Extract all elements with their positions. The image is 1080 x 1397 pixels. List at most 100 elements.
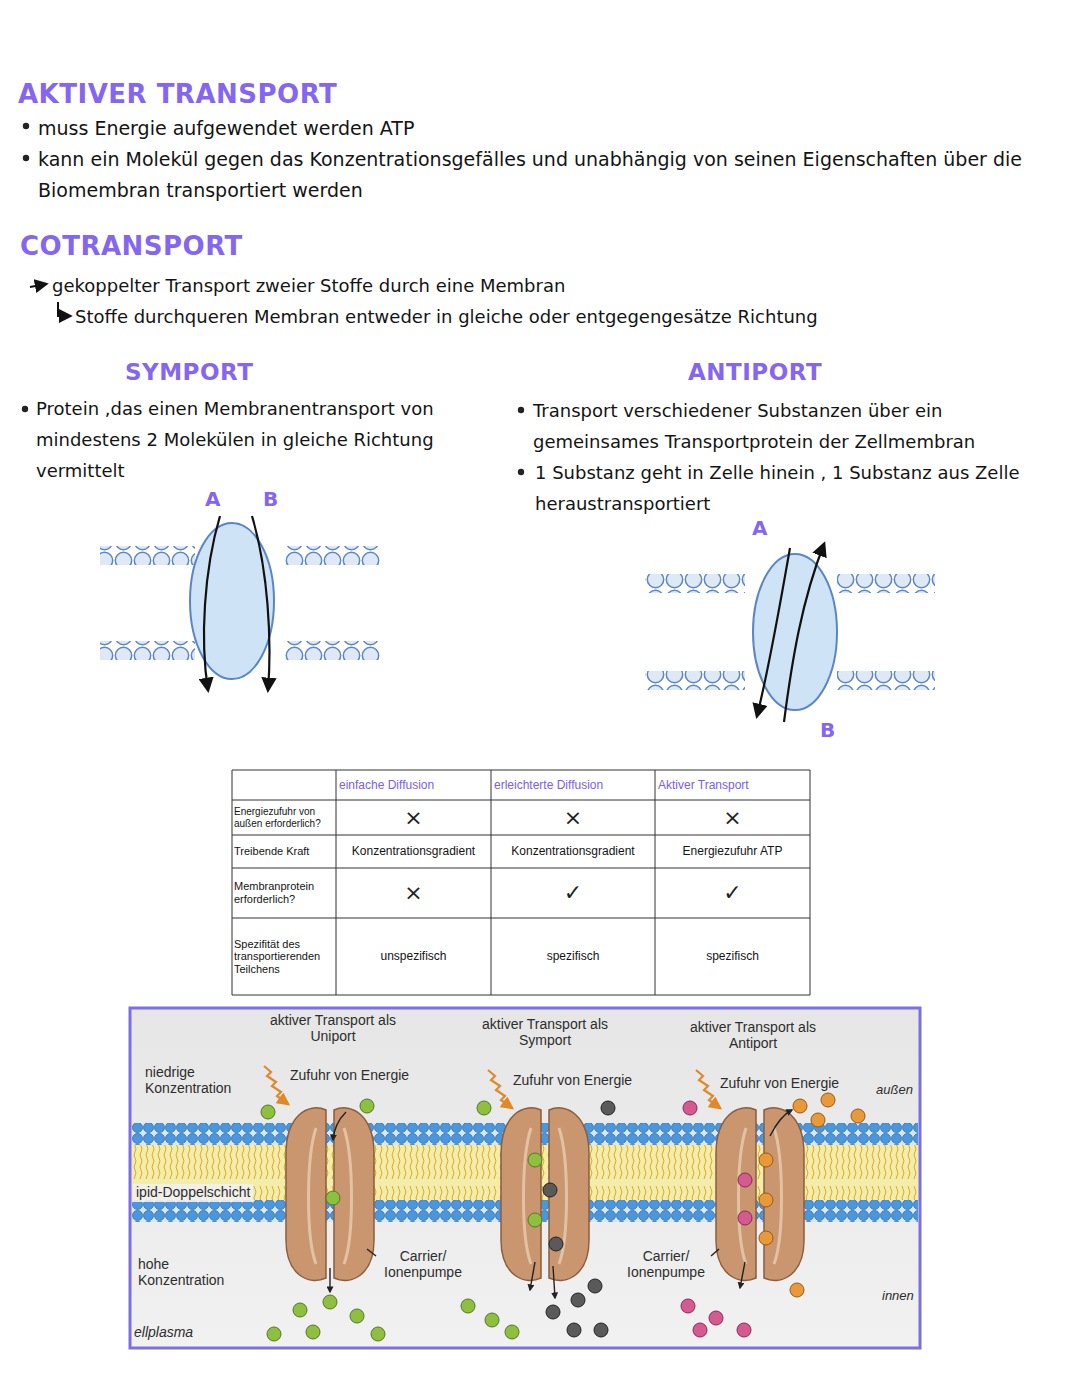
textbook-figure [501, 1108, 589, 1281]
textbook-figure [740, 1262, 745, 1288]
textbook-figure [333, 1112, 346, 1140]
table-grid [232, 770, 810, 995]
figure-label: aktiver Transport als Uniport [268, 1012, 398, 1044]
figure-label: aktiver Transport als Antiport [688, 1019, 818, 1051]
textbook-figure [594, 1323, 608, 1337]
row-header: Energiezufuhr von außen erforderlich? [232, 800, 336, 835]
textbook-figure [567, 1323, 581, 1337]
textbook-figure [696, 1070, 720, 1108]
body-text: Protein ,das einen Membranentransport vo… [36, 393, 456, 486]
body-text: 1 Substanz geht in Zelle hinein , 1 Subs… [535, 457, 1070, 519]
antiport-sketch [837, 671, 935, 690]
figure-label: innen [882, 1288, 914, 1304]
section-heading: COTRANSPORT [20, 230, 243, 263]
textbook-figure [821, 1093, 835, 1107]
textbook-figure [588, 1279, 602, 1293]
textbook-figure [683, 1101, 697, 1115]
antiport-sketch [837, 574, 935, 593]
textbook-figure [367, 1249, 376, 1256]
antiport-sketch [645, 544, 935, 722]
textbook-figure [261, 1105, 275, 1119]
textbook-figure [759, 1093, 865, 1297]
bullet [23, 123, 29, 129]
textbook-figure [306, 1325, 320, 1339]
table-mark: × [336, 868, 491, 918]
bullet [22, 406, 28, 412]
figure-label: außen [876, 1082, 913, 1098]
body-text: gekoppelter Transport zweier Stoffe durc… [52, 270, 1052, 301]
symport-sketch [190, 523, 274, 679]
textbook-figure [267, 1327, 281, 1341]
textbook-figure [261, 1099, 542, 1341]
textbook-figure [793, 1099, 807, 1113]
textbook-figure [549, 1237, 563, 1251]
symport-sketch [252, 516, 269, 690]
textbook-figure [488, 1070, 512, 1108]
textbook-figure [553, 1266, 555, 1298]
table-cell: spezifisch [655, 918, 810, 995]
table-cell: Konzentrationsgradient [336, 835, 491, 868]
figure-label: ellplasma [134, 1324, 193, 1342]
table-cell: Energiezufuhr ATP [655, 835, 810, 868]
textbook-figure [477, 1101, 491, 1115]
body-text: muss Energie aufgewendet werden ATP [38, 113, 1068, 144]
bullet [23, 155, 29, 161]
molecule-label: B [263, 487, 278, 512]
textbook-figure [790, 1283, 804, 1297]
section-heading: ANTIPORT [688, 358, 822, 387]
textbook-figure [546, 1305, 560, 1319]
molecule-label: B [820, 718, 835, 743]
antiport-sketch [645, 671, 745, 690]
text-arrow [30, 284, 46, 287]
textbook-figure [323, 1295, 337, 1309]
figure-label: Zufuhr von Energie [720, 1075, 839, 1093]
textbook-figure [286, 1108, 374, 1281]
textbook-figure [716, 1108, 804, 1281]
figure-label: ipid-Doppelschicht [133, 1184, 253, 1202]
antiport-sketch [645, 574, 745, 593]
textbook-figure [329, 1268, 330, 1292]
symport-sketch [100, 546, 195, 565]
textbook-figure [709, 1311, 723, 1325]
textbook-figure [681, 1101, 752, 1337]
textbook-figure [543, 1183, 557, 1197]
figure-label: niedrige Konzentration [145, 1064, 255, 1096]
table-header: Aktiver Transport [655, 770, 810, 800]
textbook-figure [130, 1008, 920, 1348]
textbook-figure [759, 1231, 773, 1245]
table-grid [232, 800, 810, 801]
textbook-figure [738, 1173, 752, 1187]
symport-sketch [100, 516, 380, 690]
symport-sketch [100, 641, 195, 660]
textbook-figure [693, 1323, 707, 1337]
table-header: einfache Diffusion [336, 770, 491, 800]
textbook-figure [485, 1313, 499, 1327]
table-mark: × [655, 800, 810, 835]
bullet [22, 123, 524, 475]
row-header: Spezifität des transportierenden Teilche… [232, 918, 336, 995]
figure-label: Zufuhr von Energie [513, 1072, 632, 1090]
table-grid [336, 770, 337, 995]
table-grid [232, 770, 810, 771]
table-grid [491, 770, 492, 995]
textbook-figure [360, 1099, 374, 1113]
textbook-figure [811, 1113, 825, 1127]
textbook-figure [530, 1262, 535, 1290]
textbook-figure [326, 1191, 340, 1205]
table-cell: Konzentrationsgradient [491, 835, 655, 868]
table-grid [232, 918, 810, 919]
molecule-label: A [205, 487, 220, 512]
textbook-figure [505, 1325, 519, 1339]
textbook-figure [759, 1153, 773, 1167]
table-grid [655, 770, 656, 995]
textbook-figure [293, 1303, 307, 1317]
table-mark: ✓ [491, 868, 655, 918]
table-header: erleichterte Diffusion [491, 770, 655, 800]
textbook-figure [543, 1101, 615, 1337]
symport-sketch [285, 546, 380, 565]
row-header: Membranprotein erforderlich? [232, 868, 336, 918]
table-cell: spezifisch [491, 918, 655, 995]
textbook-figure [461, 1299, 475, 1313]
table-cell: unspezifisch [336, 918, 491, 995]
